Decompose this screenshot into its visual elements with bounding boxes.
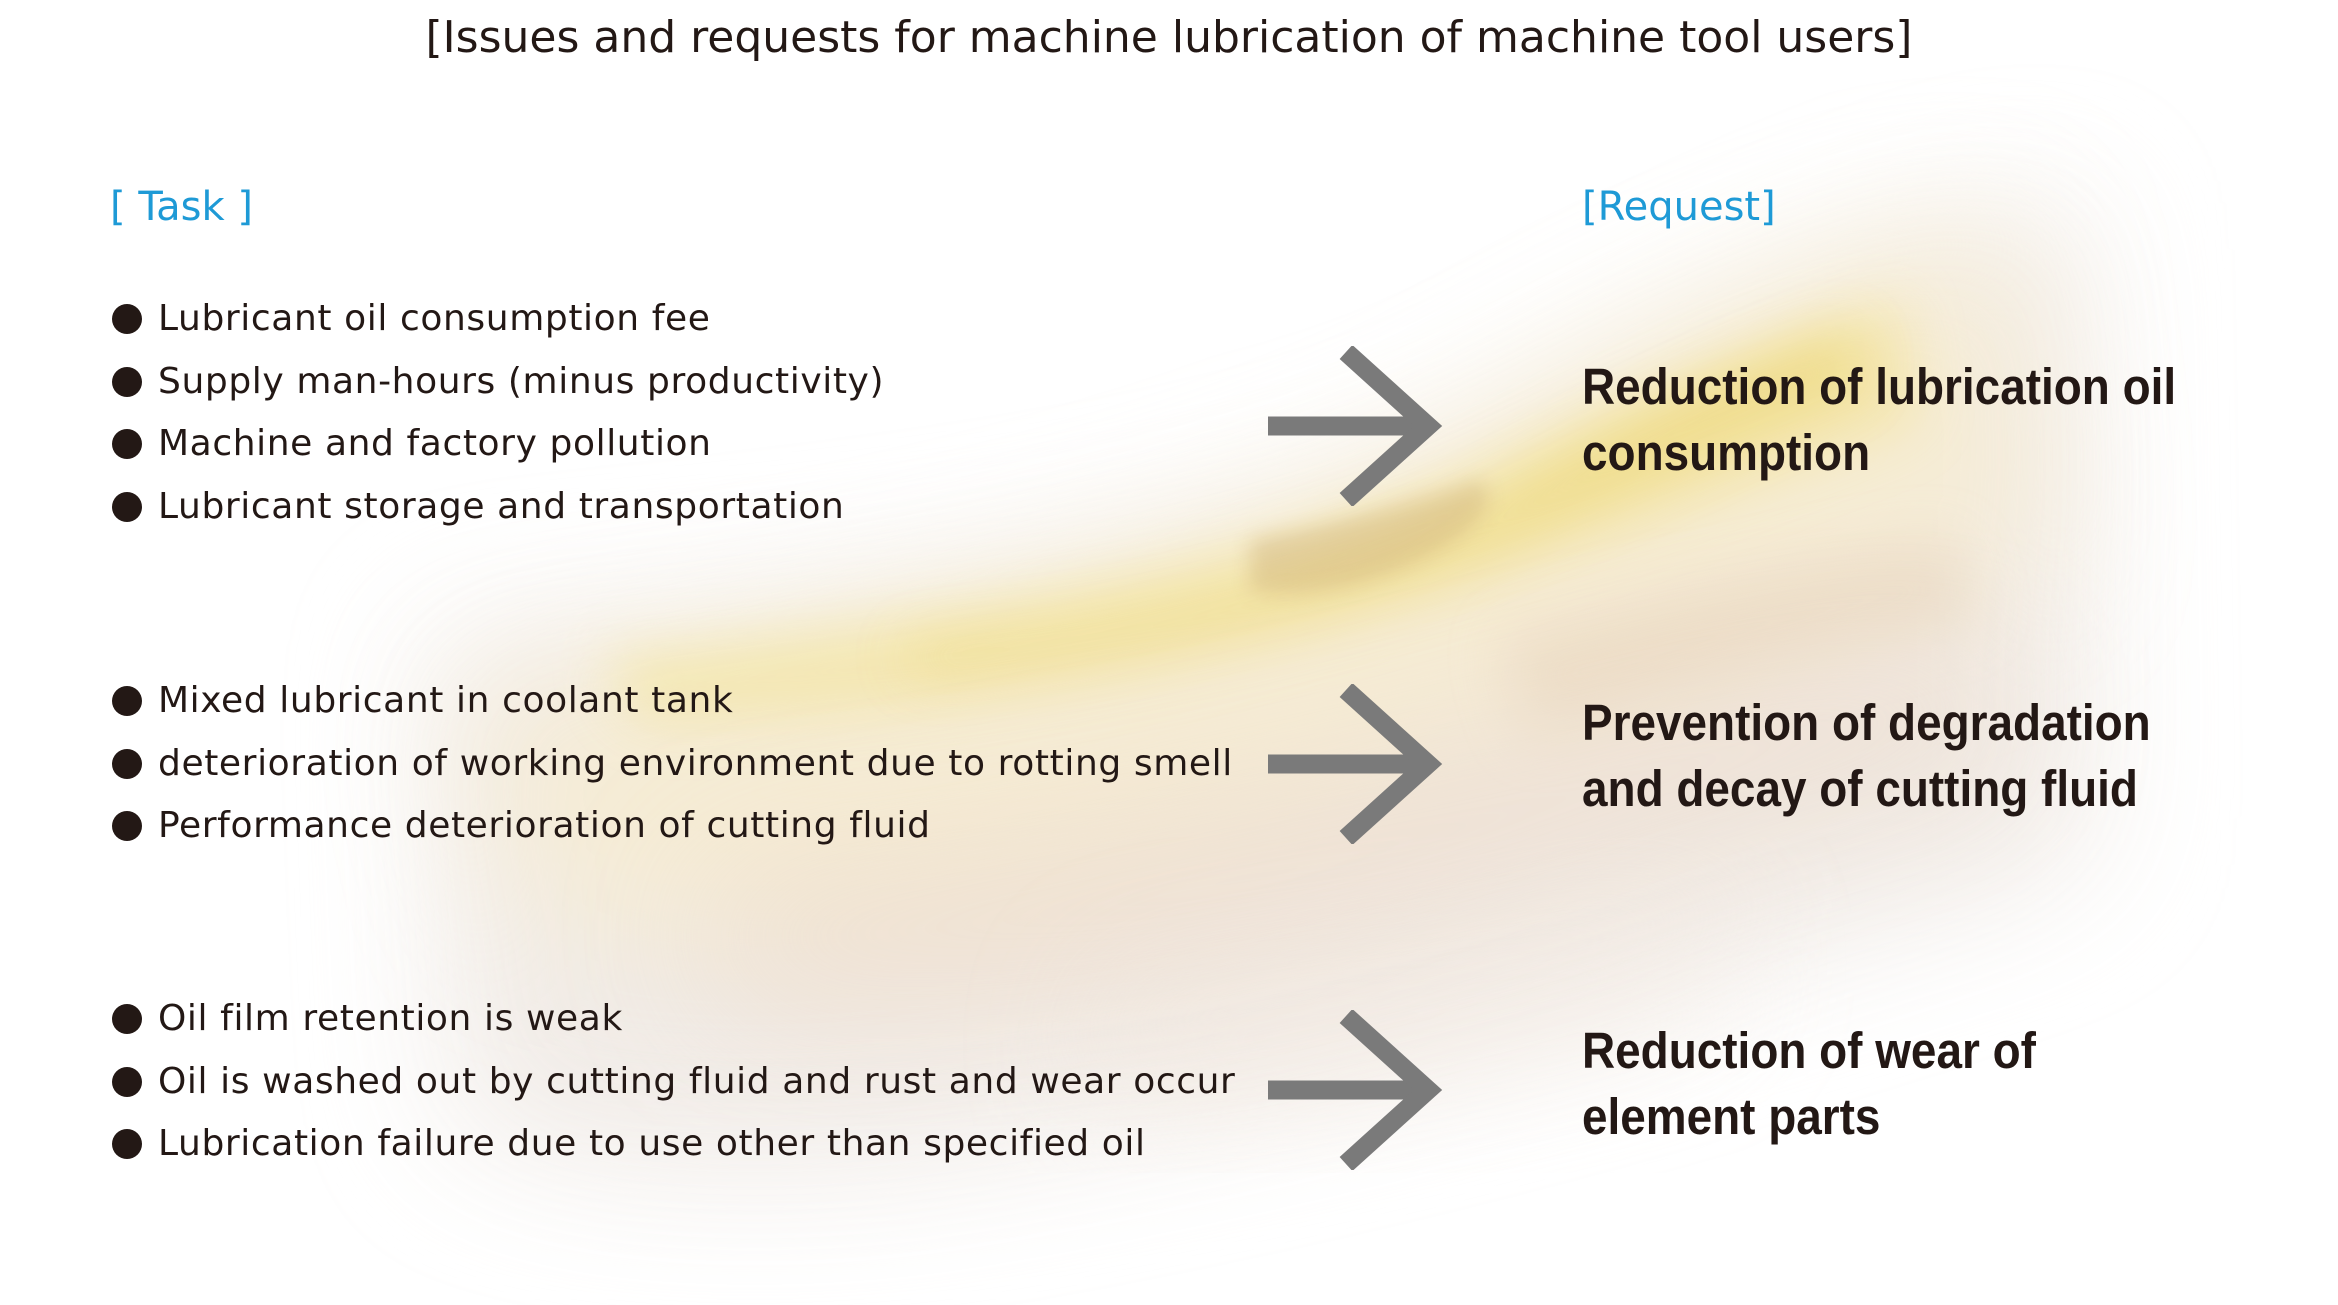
bullet-icon	[112, 429, 142, 459]
task-text: Supply man-hours (minus productivity)	[158, 360, 885, 402]
task-item: Supply man-hours (minus productivity)	[110, 351, 884, 414]
task-item: Mixed lubricant in coolant tank	[110, 670, 1233, 733]
task-group-1: Lubricant oil consumption fee Supply man…	[110, 288, 884, 538]
task-group-2: Mixed lubricant in coolant tank deterior…	[110, 670, 1233, 858]
task-item: Lubricant oil consumption fee	[110, 288, 884, 351]
arrow-right-icon	[1268, 346, 1443, 506]
task-item: Performance deterioration of cutting flu…	[110, 795, 1233, 858]
task-item: deterioration of working environment due…	[110, 733, 1233, 796]
arrow-right-icon	[1268, 1010, 1443, 1170]
task-item: Oil film retention is weak	[110, 988, 1235, 1051]
request-text-3: Reduction of wear of element parts	[1582, 1022, 2036, 1145]
request-column-heading: [Request]	[1582, 184, 1776, 230]
task-item: Oil is washed out by cutting fluid and r…	[110, 1051, 1235, 1114]
bullet-icon	[112, 1004, 142, 1034]
task-text: deterioration of working environment due…	[158, 742, 1233, 784]
task-item: Lubrication failure due to use other tha…	[110, 1113, 1235, 1176]
request-text-2: Prevention of degradation and decay of c…	[1582, 694, 2151, 817]
bullet-icon	[112, 366, 142, 397]
task-text: Lubricant storage and transportation	[158, 485, 845, 527]
page-title: [Issues and requests for machine lubrica…	[425, 12, 1913, 63]
task-item: Machine and factory pollution	[110, 413, 884, 476]
bullet-icon	[112, 304, 142, 334]
task-text: Mixed lubricant in coolant tank	[158, 680, 734, 721]
task-group-3: Oil film retention is weak Oil is washed…	[110, 988, 1235, 1176]
task-text: Oil film retention is weak	[158, 998, 623, 1039]
task-text: Machine and factory pollution	[158, 423, 712, 464]
task-text: Oil is washed out by cutting fluid and r…	[158, 1060, 1236, 1102]
arrow-right-icon	[1268, 684, 1443, 844]
request-text-1: Reduction of lubrication oil consumption	[1582, 358, 2177, 481]
task-column-heading: [ Task ]	[110, 184, 253, 230]
bullet-icon	[112, 686, 142, 716]
task-text: Performance deterioration of cutting flu…	[158, 805, 931, 846]
bullet-icon	[112, 491, 142, 522]
bullet-icon	[112, 1066, 142, 1097]
task-text: Lubrication failure due to use other tha…	[158, 1123, 1146, 1164]
bullet-icon	[112, 748, 142, 779]
bullet-icon	[112, 1129, 142, 1159]
task-text: Lubricant oil consumption fee	[158, 298, 711, 339]
bullet-icon	[112, 811, 142, 841]
task-item: Lubricant storage and transportation	[110, 476, 884, 539]
